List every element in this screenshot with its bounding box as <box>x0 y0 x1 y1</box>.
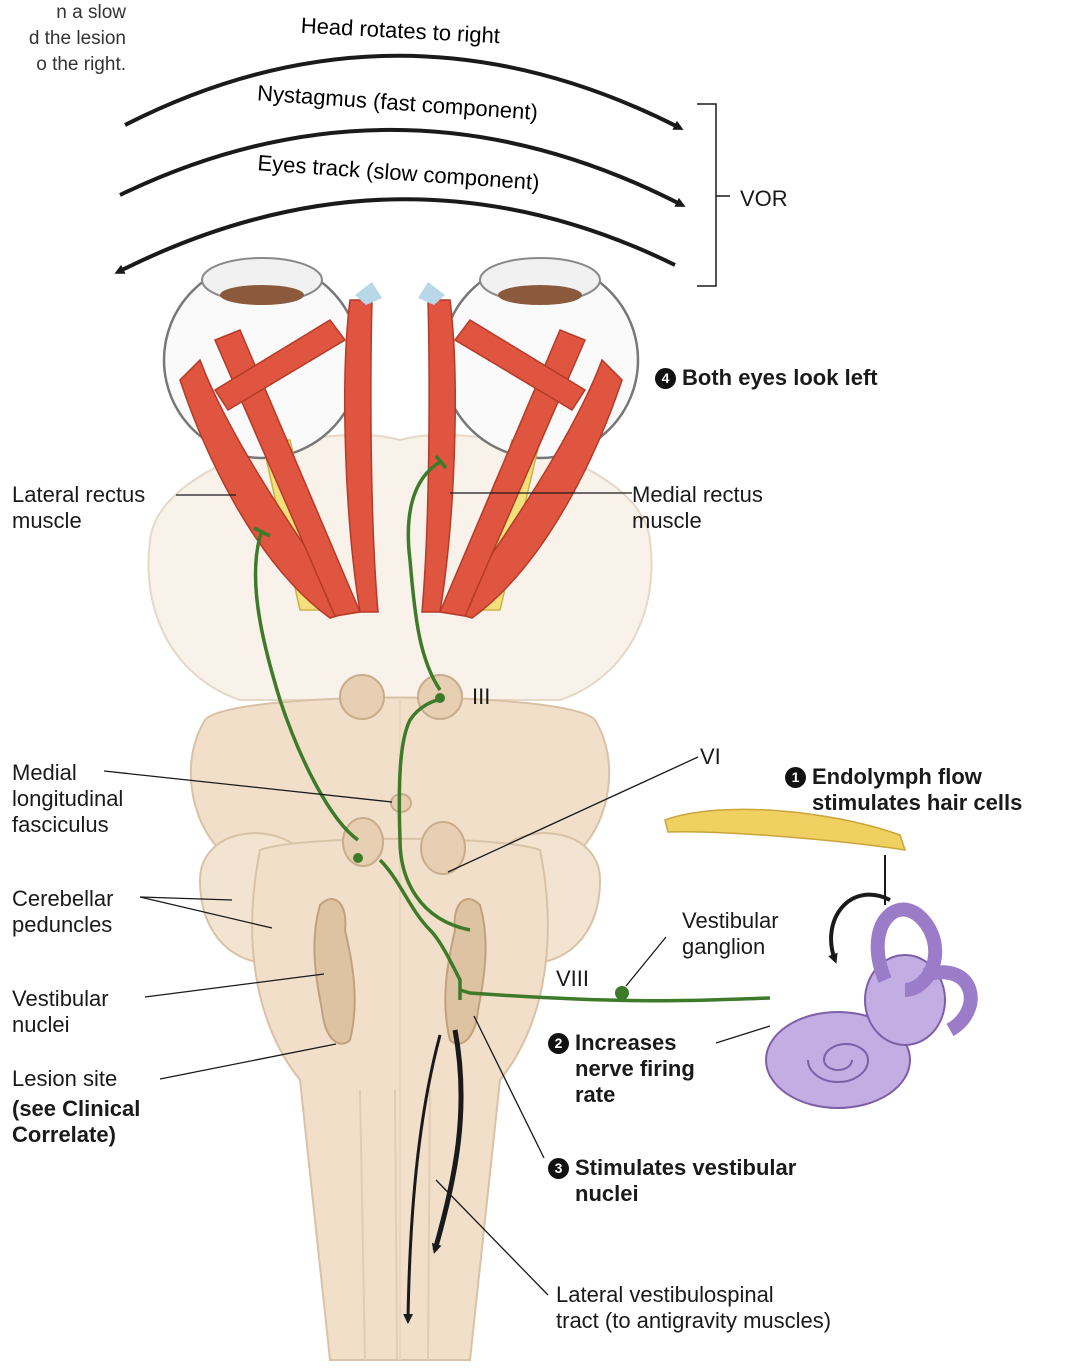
medial-rectus-label: Medial rectus muscle <box>632 482 763 534</box>
vestibular-ganglion-node <box>615 986 629 1000</box>
leader-step2 <box>716 1026 770 1043</box>
corner-line-3: o the right. <box>36 54 126 75</box>
oculomotor-node <box>435 693 445 703</box>
cerebellar-peduncles-label: Cerebellar peduncles <box>12 886 114 938</box>
step-3-number: 3 <box>548 1158 569 1179</box>
step-2-number: 2 <box>548 1033 569 1054</box>
right-pupil <box>498 285 582 305</box>
tracking-label: Eyes track (slow component) <box>257 150 540 195</box>
abducens-nucleus-right <box>421 822 465 874</box>
step-4-text: Both eyes look left <box>682 365 878 390</box>
leader-ganglion <box>626 937 666 986</box>
lateral-rectus-label: Lateral rectus muscle <box>12 482 145 534</box>
step-3: 3 Stimulates vestibular nuclei <box>548 1155 796 1207</box>
corner-text: n a slow d the lesion o the right. <box>0 0 126 78</box>
step-4-number: 4 <box>655 368 676 389</box>
left-pupil <box>220 285 304 305</box>
vestibulospinal-tract-label: Lateral vestibulospinal tract (to antigr… <box>556 1282 831 1334</box>
brainstem <box>148 435 651 1360</box>
step-1-text: Endolymph flow stimulates hair cells <box>812 764 1022 816</box>
step-2: 2 Increases nerve firing rate <box>548 1030 695 1108</box>
abducens-nucleus-left <box>343 818 383 866</box>
step-1-number: 1 <box>785 767 806 788</box>
cranial-nerve-vi-label: VI <box>700 744 721 770</box>
rotation-arcs: Head rotates to right Nystagmus (fast co… <box>118 13 730 286</box>
head-rotation-label: Head rotates to right <box>300 13 500 48</box>
step-1: 1 Endolymph flow stimulates hair cells <box>785 764 1022 816</box>
corner-line-2: d the lesion <box>29 28 126 49</box>
lesion-site-label: Lesion site <box>12 1066 117 1092</box>
corner-line-1: n a slow <box>56 2 126 23</box>
vestibular-ganglion-label: Vestibular ganglion <box>682 908 779 960</box>
tracking-arc <box>118 199 675 272</box>
vestibular-nuclei-label: Vestibular nuclei <box>12 986 109 1038</box>
vor-bracket <box>697 104 730 286</box>
step-4: 4 Both eyes look left <box>655 365 878 391</box>
nystagmus-label: Nystagmus (fast component) <box>256 80 538 125</box>
lesion-note-label: (see Clinical Correlate) <box>12 1096 140 1148</box>
oculomotor-nucleus-left <box>340 675 384 719</box>
cranial-nerve-viii-label: VIII <box>556 966 589 992</box>
mlf-label: Medial longitudinal fasciculus <box>12 760 123 838</box>
vor-label: VOR <box>740 186 788 212</box>
step-3-text: Stimulates vestibular nuclei <box>575 1155 796 1207</box>
cranial-nerve-iii-label: III <box>472 684 490 710</box>
step-2-text: Increases nerve firing rate <box>575 1030 695 1108</box>
abducens-node <box>353 853 363 863</box>
